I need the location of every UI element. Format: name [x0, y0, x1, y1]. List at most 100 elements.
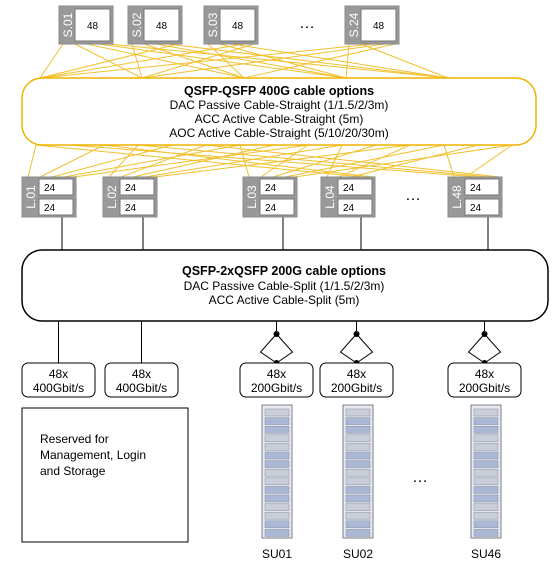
leaf-port-panel-bottom [119, 198, 155, 216]
rack-server [345, 503, 371, 511]
leaf-switch-name: L.04 [323, 185, 337, 209]
rack-server [264, 511, 290, 520]
reserved-text-line: and Storage [40, 464, 106, 478]
leaf-port-panel-top [259, 178, 295, 196]
spine-link [141, 43, 255, 79]
leaf-port-count-bottom: 24 [44, 203, 56, 214]
rack-server [345, 529, 371, 537]
leaf-port-count-bottom: 24 [343, 203, 355, 214]
leaf-uplink [260, 144, 309, 178]
spine-port-count: 48 [156, 21, 168, 32]
leaf-uplink [144, 144, 343, 178]
spine-links [39, 43, 449, 79]
port-group-count: 48x [475, 367, 494, 381]
leaf-switch-name: L.48 [450, 185, 464, 209]
rack-server [473, 425, 499, 434]
spine-switch-name: S.03 [206, 12, 220, 37]
bottom-option-line: ACC Active Cable-Split (5m) [209, 293, 360, 307]
spine-link [155, 43, 347, 79]
rack-server [473, 417, 499, 425]
split-branch [484, 333, 502, 364]
spine-port-count: 48 [87, 21, 99, 32]
leaf-port-panel-top [119, 178, 155, 196]
spine-link [131, 43, 143, 79]
rack-server [345, 417, 371, 425]
scalable-unit-label: SU02 [343, 547, 373, 561]
bottom-options-title: QSFP-2xQSFP 200G cable options [182, 264, 386, 278]
scalable-unit-rack: SU02 [342, 404, 374, 561]
spine-link [360, 43, 449, 79]
spine-link [243, 43, 396, 79]
leaf-uplink [73, 144, 309, 178]
leaf-uplink [35, 144, 364, 178]
rack-server [345, 434, 371, 443]
rack-server [345, 486, 371, 494]
port-group-box [447, 362, 522, 398]
rack-server [473, 451, 499, 460]
leaf-port-panel-bottom [38, 198, 74, 216]
spine-switch-name: S.24 [347, 12, 361, 37]
scalable-unit-label: SU01 [262, 547, 292, 561]
leaf-port-count-bottom: 24 [125, 203, 137, 214]
qsfp-200g-split-options-box [21, 249, 549, 322]
leaf-uplinks [27, 144, 513, 178]
rack-server [473, 529, 499, 537]
top-options-title: QSFP-QSFP 400G cable options [184, 84, 374, 98]
port-group-speed: 200Gbit/s [331, 381, 382, 395]
spine-link [141, 43, 386, 79]
leaf-uplink [103, 144, 374, 178]
rack-server [264, 486, 290, 494]
rack-server [345, 443, 371, 451]
split-branch [259, 333, 277, 364]
spine-link [231, 43, 449, 79]
port-group-row: 48x400Gbit/s48x400Gbit/s48x200Gbit/s48x2… [21, 362, 522, 398]
qsfp-400g-options-box [21, 77, 537, 146]
spine-link [108, 43, 449, 79]
spine-link [345, 43, 350, 79]
rack-server [264, 494, 290, 503]
scalable-unit-label: SU46 [471, 547, 501, 561]
rack-server [473, 486, 499, 494]
spine-link [207, 43, 245, 79]
leaf-uplink [272, 144, 377, 178]
rack-server [345, 460, 371, 468]
spine-link [39, 43, 179, 79]
rack-server [264, 503, 290, 511]
rack-server [345, 468, 371, 477]
leaf-port-panel-top [38, 178, 74, 196]
port-group-count: 48x [49, 367, 68, 381]
port-group-speed: 200Gbit/s [459, 381, 510, 395]
spine-link [39, 43, 245, 79]
leaf-port-panel-bottom [464, 198, 500, 216]
leaf-switch-name: L.03 [245, 185, 259, 209]
rack-server [473, 443, 499, 451]
leaf-uplink [27, 144, 37, 178]
leaf-uplink [154, 144, 411, 178]
rack-server [473, 468, 499, 477]
port-group-box [104, 362, 179, 398]
leaf-port-count-top: 24 [343, 183, 355, 194]
port-group-count: 48x [132, 367, 151, 381]
leaf-switch-name: L.01 [24, 185, 38, 209]
port-group-box [319, 362, 394, 398]
split-branch [356, 333, 374, 364]
spine-link [219, 43, 347, 79]
rack-server [264, 520, 290, 529]
rack-server [345, 494, 371, 503]
rack-server [264, 425, 290, 434]
top-option-line: AOC Active Cable-Straight (5/10/20/30m) [169, 126, 388, 140]
spine-port-panel [219, 8, 256, 42]
leaf-uplink [69, 144, 479, 178]
port-group-speed: 400Gbit/s [116, 381, 167, 395]
leaf-uplink [239, 144, 250, 178]
spine-link [98, 43, 347, 79]
